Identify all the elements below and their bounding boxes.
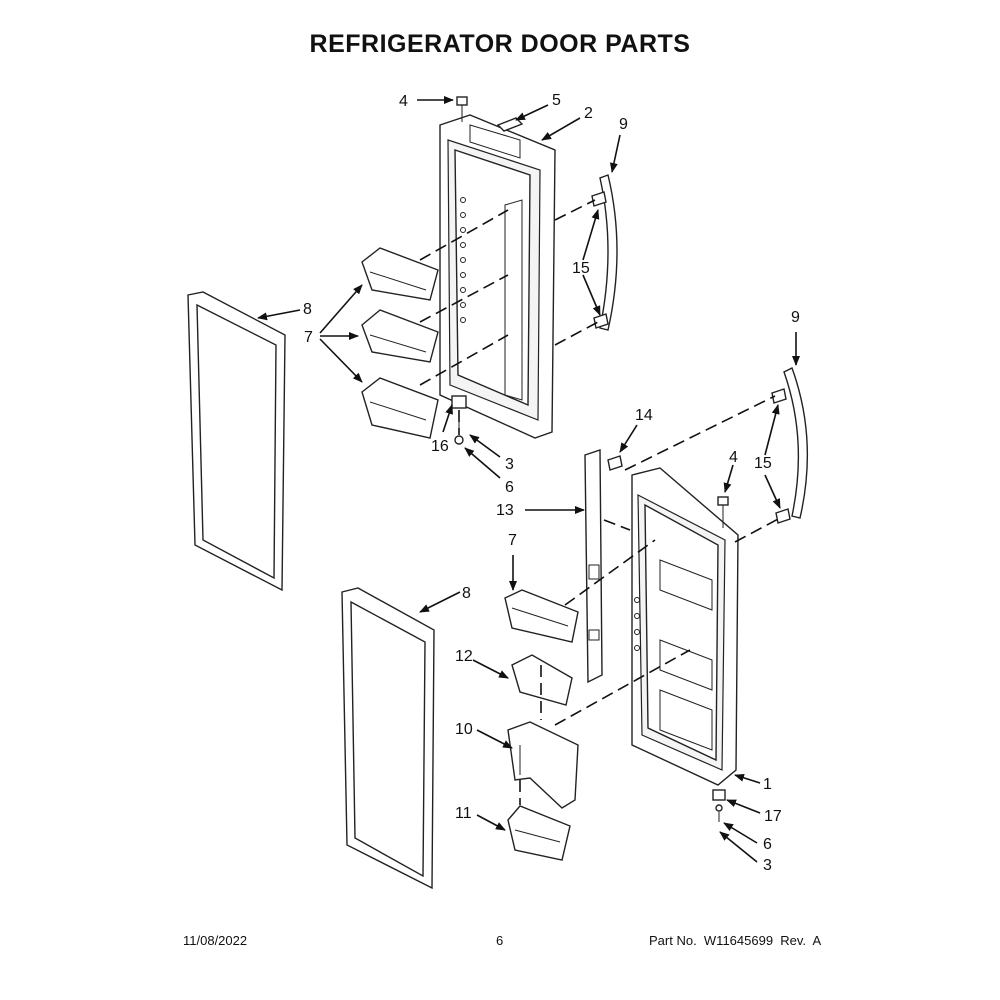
callout-16: 16 <box>431 438 449 455</box>
alignment-lines <box>419 199 781 805</box>
footer-date: 11/08/2022 <box>183 933 248 948</box>
callout-7: 7 <box>304 329 313 346</box>
bin-part-12 <box>511 654 573 706</box>
callout-9: 9 <box>619 116 628 133</box>
callout-7: 7 <box>508 532 517 549</box>
screw-part-15-right-top <box>771 388 787 404</box>
gasket-part-8-left <box>187 291 286 592</box>
door-bin-part-7-b <box>361 309 439 363</box>
callout-labels: 4 5 2 9 15 8 7 16 3 6 14 13 7 8 12 10 11… <box>303 92 800 874</box>
screw-part-15-top <box>591 191 607 207</box>
screw-part-15-bottom <box>593 313 609 329</box>
left-door-part-2 <box>439 114 556 439</box>
mullion-part-13 <box>584 449 603 684</box>
bracket-part-16 <box>451 395 467 445</box>
leader-arrows <box>257 96 800 863</box>
callout-17: 17 <box>764 808 782 825</box>
page-title: REFRIGERATOR DOOR PARTS <box>309 30 691 58</box>
callout-9: 9 <box>791 309 800 326</box>
bin-part-11 <box>507 805 571 861</box>
callout-3: 3 <box>505 456 514 473</box>
right-handle-part-9 <box>783 367 809 519</box>
footer-part-number: Part No. W11645699 Rev. A <box>649 933 822 948</box>
door-bin-part-7-a <box>361 247 439 301</box>
callout-4: 4 <box>729 449 738 466</box>
right-door-part-1 <box>631 467 739 786</box>
callout-8: 8 <box>462 585 471 602</box>
screw-part-15-right-bottom <box>775 508 791 524</box>
left-handle-part-9 <box>599 174 618 331</box>
callout-8: 8 <box>303 301 312 318</box>
hinge-pin-part-4-right <box>717 496 729 528</box>
callout-12: 12 <box>455 648 473 665</box>
callout-13: 13 <box>496 502 514 519</box>
callout-1: 1 <box>763 776 772 793</box>
screw-part-14 <box>607 455 623 471</box>
callout-15: 15 <box>754 455 772 472</box>
gasket-part-8-right <box>341 587 435 890</box>
callout-15: 15 <box>572 260 590 277</box>
hinge-pin-part-4-top <box>456 96 468 122</box>
callout-14: 14 <box>635 407 653 424</box>
cap-part-5 <box>496 117 524 132</box>
callout-5: 5 <box>552 92 561 109</box>
door-bin-part-7-c <box>361 377 439 439</box>
door-bin-part-7-right <box>504 589 579 643</box>
hinge-part-17 <box>712 789 726 822</box>
callout-3: 3 <box>763 857 772 874</box>
callout-10: 10 <box>455 721 473 738</box>
callout-6: 6 <box>763 836 772 853</box>
callout-2: 2 <box>584 105 593 122</box>
footer-page-number: 6 <box>496 933 504 948</box>
bracket-part-10 <box>507 721 579 809</box>
callout-4: 4 <box>399 93 408 110</box>
callout-6: 6 <box>505 479 514 496</box>
callout-11: 11 <box>455 805 472 822</box>
